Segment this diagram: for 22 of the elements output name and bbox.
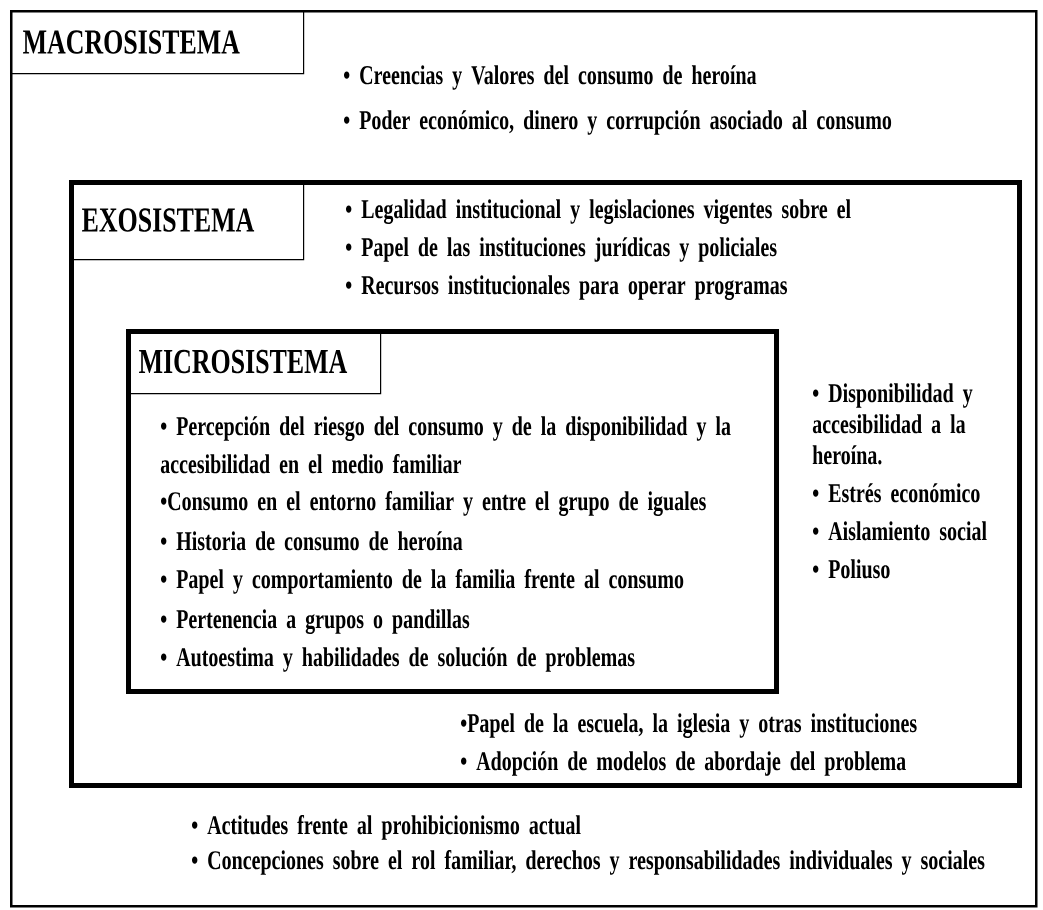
- bullet-item: • Creencias y Valores del consumo de heroína: [344, 65, 757, 90]
- bullet-item: •Papel de la escuela, la iglesia y otras instituciones: [461, 713, 917, 738]
- bullet-item: • Aislamiento social: [813, 521, 987, 541]
- heading-tab: MICROSISTEMA: [126, 329, 382, 395]
- bullet-item: • Papel de las instituciones jurídicas y policiales: [346, 237, 777, 262]
- bullet-item: • Disponibilidad y accesibilidad a la heroína.: [812, 383, 973, 465]
- bullet-item: • Actitudes frente al prohibicionismo actual: [192, 815, 581, 840]
- bullet-item: • Estrés económico: [813, 483, 980, 503]
- bullet-item: • Pertenencia a grupos o pandillas: [161, 609, 470, 634]
- bullet-item: • Poliuso: [813, 559, 890, 579]
- bullet-item: • Concepciones sobre el rol familiar, derechos y responsabilidades individuales y sociales: [192, 850, 985, 875]
- bullet-item: • Autoestima y habilidades de solución de problemas: [161, 647, 635, 672]
- bullet-item: •Consumo en el entorno familiar y entre el grupo de iguales: [161, 491, 706, 516]
- bullet-item: • Legalidad institucional y legislaciones vigentes sobre el: [346, 199, 851, 224]
- bullet-item: • Recursos institucionales para operar programas: [346, 275, 788, 300]
- bullet-item: • Poder económico, dinero y corrupción asociado al consumo: [344, 110, 892, 135]
- bullet-item: • Adopción de modelos de abordaje del problema: [461, 751, 906, 776]
- bullet-item: • Percepción del riesgo del consumo y de la disponibilidad y la accesibilidad en el medio familiar: [160, 416, 731, 474]
- bullet-item: • Papel y comportamiento de la familia frente al consumo: [161, 569, 684, 594]
- heading-tab: MACROSISTEMA: [10, 10, 305, 75]
- heading-tab: EXOSISTEMA: [69, 180, 305, 261]
- bullet-item: • Historia de consumo de heroína: [161, 531, 463, 551]
